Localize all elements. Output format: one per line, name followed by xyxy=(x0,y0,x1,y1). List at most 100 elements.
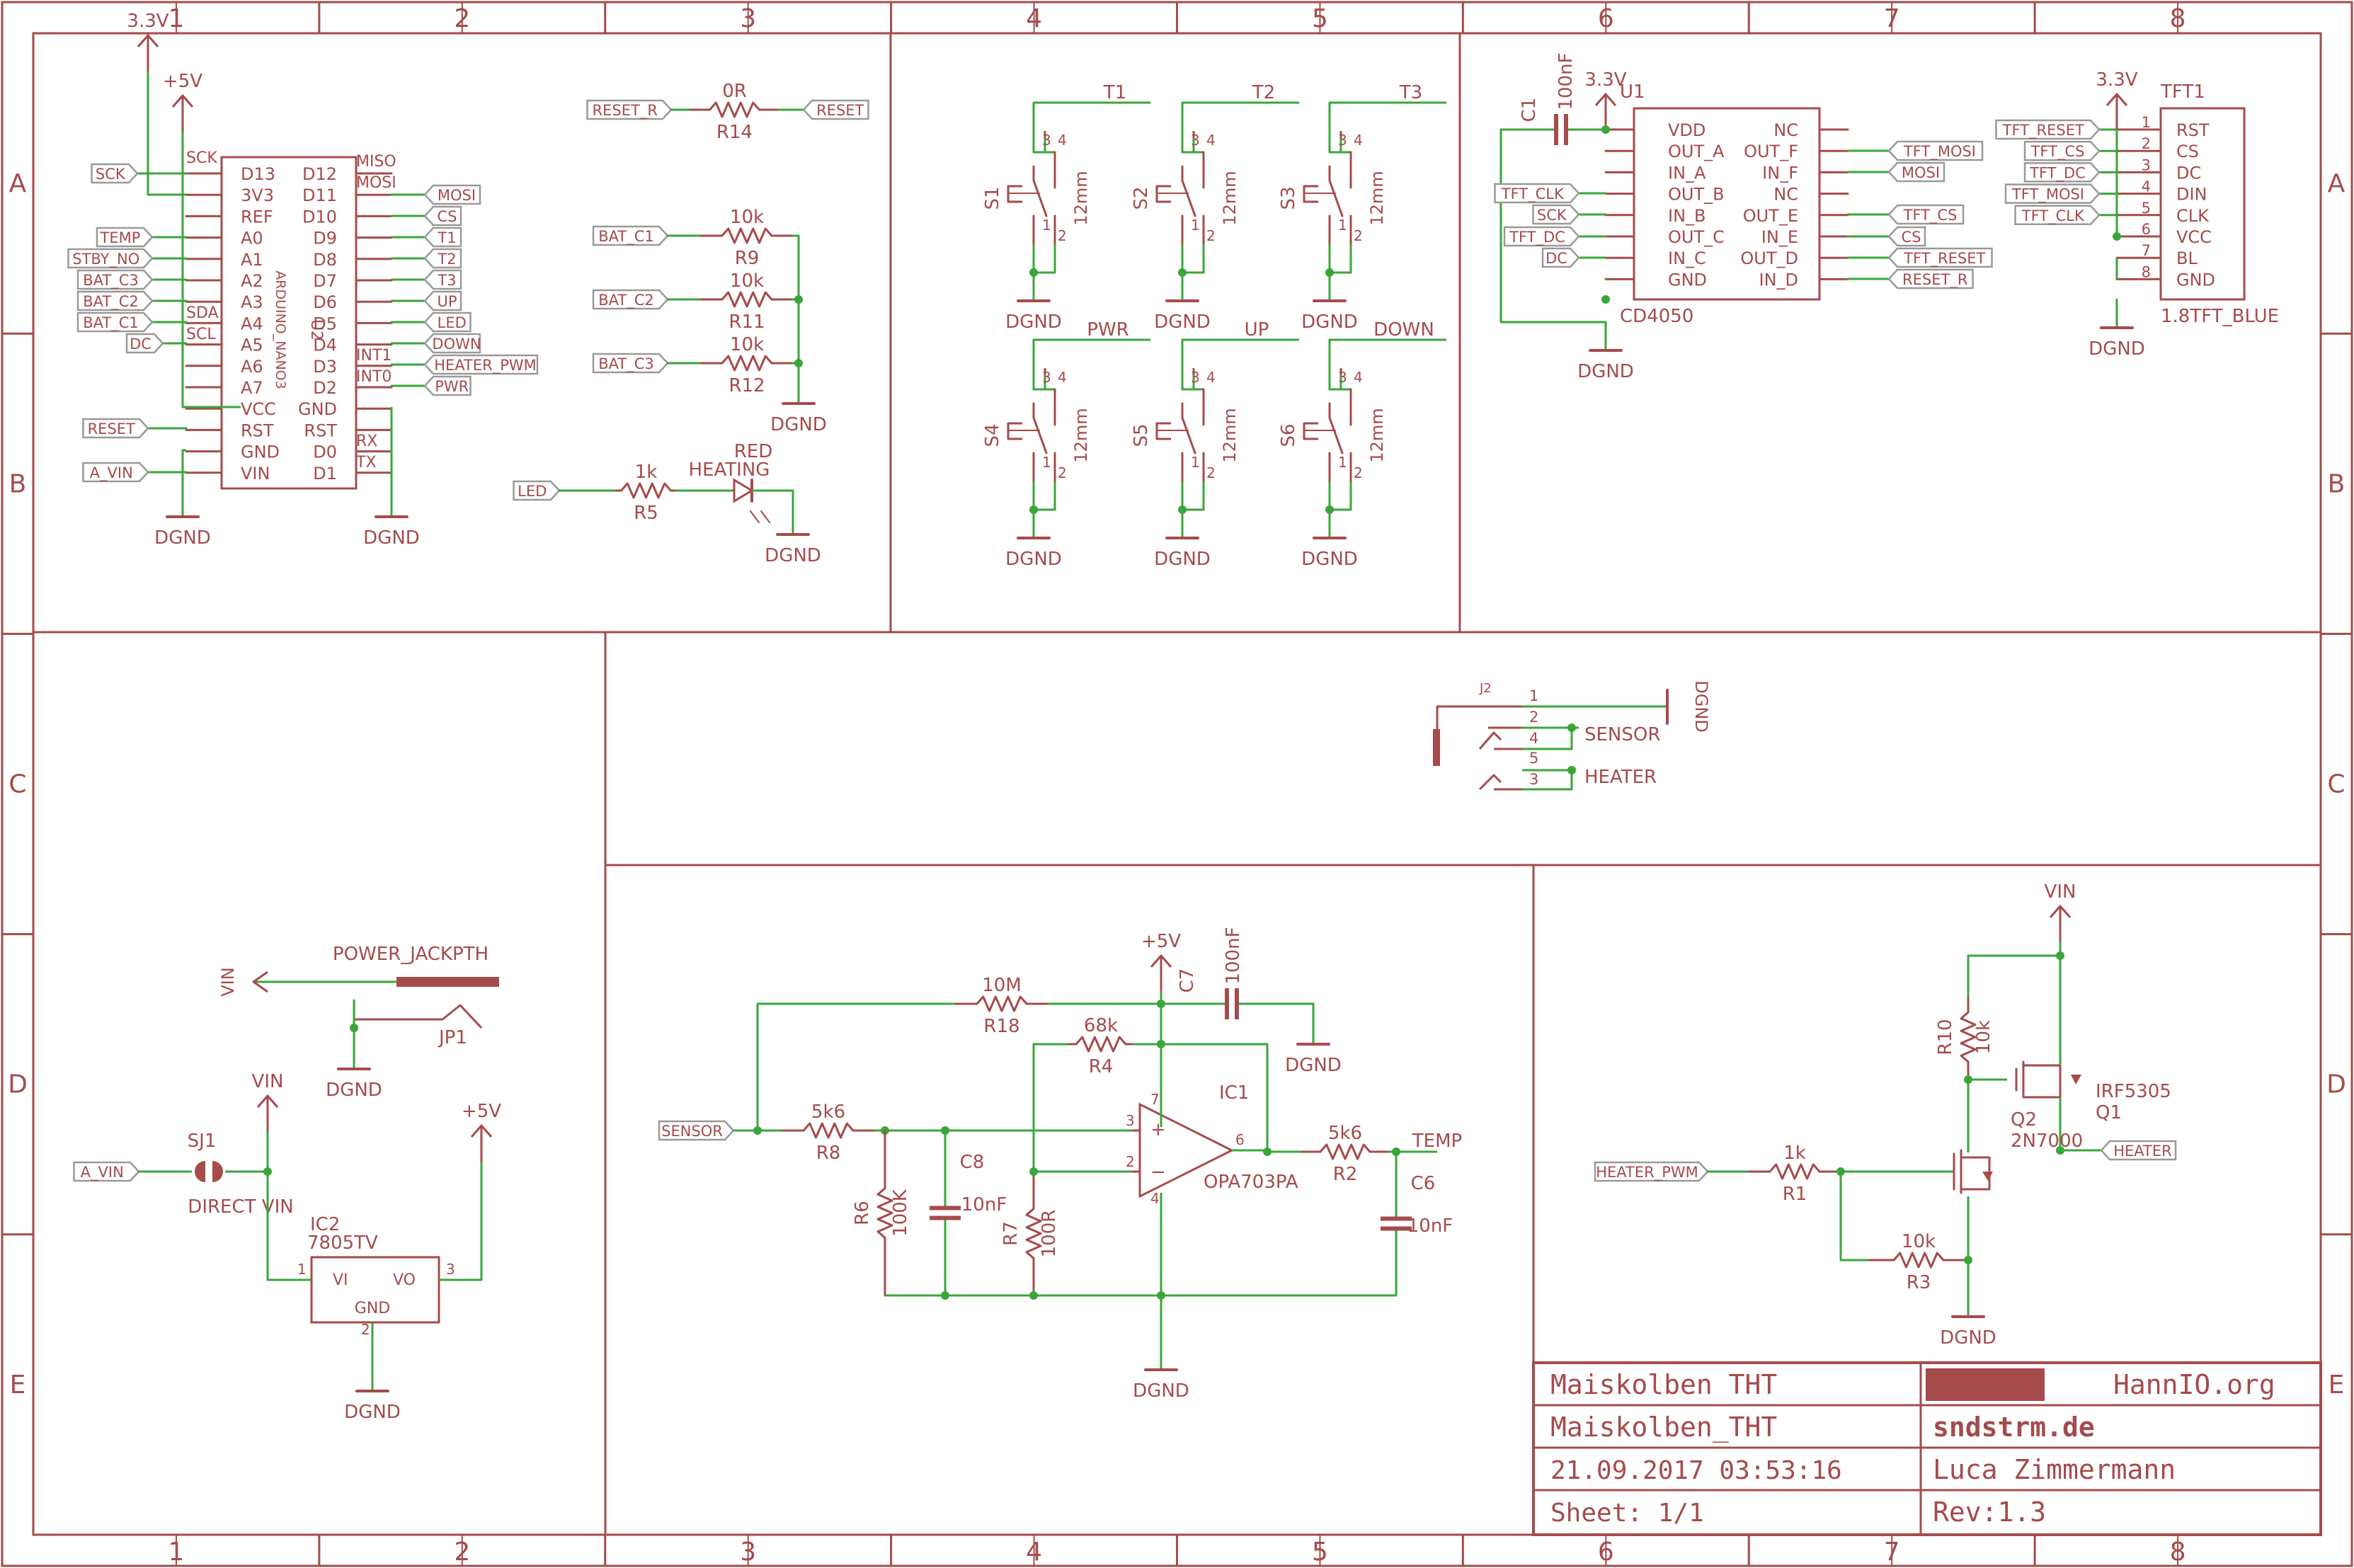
wire xyxy=(439,1161,483,1281)
wire xyxy=(976,995,1028,1012)
amp-temp-label: TEMP xyxy=(1412,1131,1462,1152)
led-name: HEATING xyxy=(689,459,770,481)
cap-ref: C1 xyxy=(1519,98,1540,122)
row-label: E xyxy=(2329,1370,2345,1400)
switch-pin: 3 xyxy=(1338,369,1347,386)
amp-sensor-flag xyxy=(658,1120,735,1141)
wire xyxy=(1181,101,1299,152)
wire xyxy=(1025,1208,1042,1259)
wire xyxy=(353,1004,483,1029)
cd4050-left-pin: OUT_B xyxy=(1668,185,1725,205)
switch-pin: 2 xyxy=(1058,227,1067,244)
resistor-ref: R11 xyxy=(729,311,765,333)
arduino-ref: U2 xyxy=(307,319,325,341)
resistor-value: 68k xyxy=(1084,1015,1118,1036)
wire xyxy=(1328,481,1352,511)
switch-net: DOWN xyxy=(1373,319,1434,341)
alt-label: RX xyxy=(356,433,377,450)
switch-lever xyxy=(1032,416,1048,454)
wire xyxy=(2049,905,2072,918)
arduino-net-flag-text: TEMP xyxy=(100,229,141,246)
supply-label: +5V xyxy=(163,71,202,92)
opamp-minus: − xyxy=(1150,1162,1166,1183)
date-text: 21.09.2017 03:53:16 xyxy=(1550,1456,1842,1485)
tft-net-flag-text: TFT_CS xyxy=(2030,143,2085,161)
junction-dot xyxy=(350,1024,358,1032)
junction-dot xyxy=(1601,295,1610,304)
arduino-left-pin: A5 xyxy=(241,336,263,355)
cd4050-left-pin: GND xyxy=(1668,270,1707,290)
junction-dot xyxy=(1567,766,1576,774)
opamp-pin: 7 xyxy=(1150,1091,1160,1108)
resistor-value: 1k xyxy=(635,462,658,483)
arduino-net-flag-text: T1 xyxy=(437,229,456,246)
logo-text: hannIO xyxy=(1930,1369,2033,1402)
cd4050-right-pin: IN_E xyxy=(1761,227,1798,247)
tft-pin: CS xyxy=(2176,142,2199,161)
arduino-right-pin: D11 xyxy=(302,185,337,205)
reg-pin: VO xyxy=(393,1271,416,1289)
arduino-right-pin: RST xyxy=(304,420,337,440)
arduino-net-flag-text: LED xyxy=(438,314,467,331)
junction-dot xyxy=(794,295,803,304)
cd4050-left-pin: OUT_A xyxy=(1668,142,1725,161)
switch-lever xyxy=(1328,179,1344,217)
arduino-right-pin: D8 xyxy=(313,250,337,270)
switch-pin: 1 xyxy=(1042,454,1051,471)
switch-pin: 3 xyxy=(1191,132,1200,149)
tft-net-flag-text: TFT_MOSI xyxy=(2011,186,2084,204)
reg-value: 7805TV xyxy=(307,1232,378,1254)
cd4050-net-flag-text: TFT_RESET xyxy=(1903,250,1985,268)
arduino-net-flag-text: T2 xyxy=(437,251,456,268)
mosfet-diode xyxy=(2071,1075,2081,1085)
ground-label: DGND xyxy=(770,414,827,435)
wire xyxy=(1436,705,1522,729)
arduino-right-pin: D6 xyxy=(313,292,337,312)
resistor-ref: R4 xyxy=(1089,1056,1114,1077)
resistor-ref: R7 xyxy=(1000,1221,1022,1246)
wire xyxy=(171,94,194,108)
resistor-value: 0R xyxy=(722,81,747,102)
column-label: 2 xyxy=(454,4,470,33)
wire xyxy=(1181,338,1299,389)
row-label: D xyxy=(8,1070,28,1099)
switch-pin: 2 xyxy=(1354,227,1363,244)
switch-pin: 3 xyxy=(1338,132,1347,149)
arduino-value: ARDUINO_NANO3 xyxy=(273,270,288,389)
cd4050-net-flag xyxy=(1503,226,1580,247)
supply-label: 3.3V xyxy=(127,11,168,32)
arduino-net-flag xyxy=(423,290,462,311)
switch-lever xyxy=(1328,416,1344,454)
arduino-net-flag xyxy=(82,462,149,483)
tft-body xyxy=(2159,107,2246,301)
arduino-left-pin: VCC xyxy=(241,399,276,419)
tft-pin-number: 4 xyxy=(2142,178,2151,195)
battery-net-flag-text: BAT_C1 xyxy=(598,228,654,246)
resistor-ref: R8 xyxy=(816,1143,841,1164)
cd4050-net-flag xyxy=(1532,204,1580,225)
arduino-net-flag xyxy=(82,418,149,439)
wire xyxy=(256,1094,279,1108)
cd4050-net-flag-text: CS xyxy=(1902,229,1921,246)
tft-pin: DC xyxy=(2176,163,2201,183)
row-label: B xyxy=(9,469,27,498)
wire xyxy=(470,1124,493,1138)
alt-label: TX xyxy=(355,454,377,471)
tft-pin-number: 1 xyxy=(2142,114,2151,131)
wire xyxy=(1478,731,1502,750)
led-net-flag xyxy=(513,480,561,501)
switch-pin: 3 xyxy=(1191,369,1200,386)
row-label: C xyxy=(8,770,26,799)
row-label: A xyxy=(9,169,27,198)
tft-pin: RST xyxy=(2176,120,2210,140)
wire xyxy=(137,34,159,47)
wire xyxy=(1522,726,1573,750)
ground-label: DGND xyxy=(1005,311,1062,333)
wire xyxy=(1960,1011,1977,1063)
arduino-net-flag xyxy=(67,248,154,269)
arduino-net-flag-text: HEATER_PWM xyxy=(434,357,537,374)
arduino-net-flag-text: BAT_C2 xyxy=(83,293,139,311)
resistor-value: 10k xyxy=(730,270,764,292)
arduino-net-flag xyxy=(76,290,154,311)
arduino-net-flag-text: RESET xyxy=(88,420,135,437)
